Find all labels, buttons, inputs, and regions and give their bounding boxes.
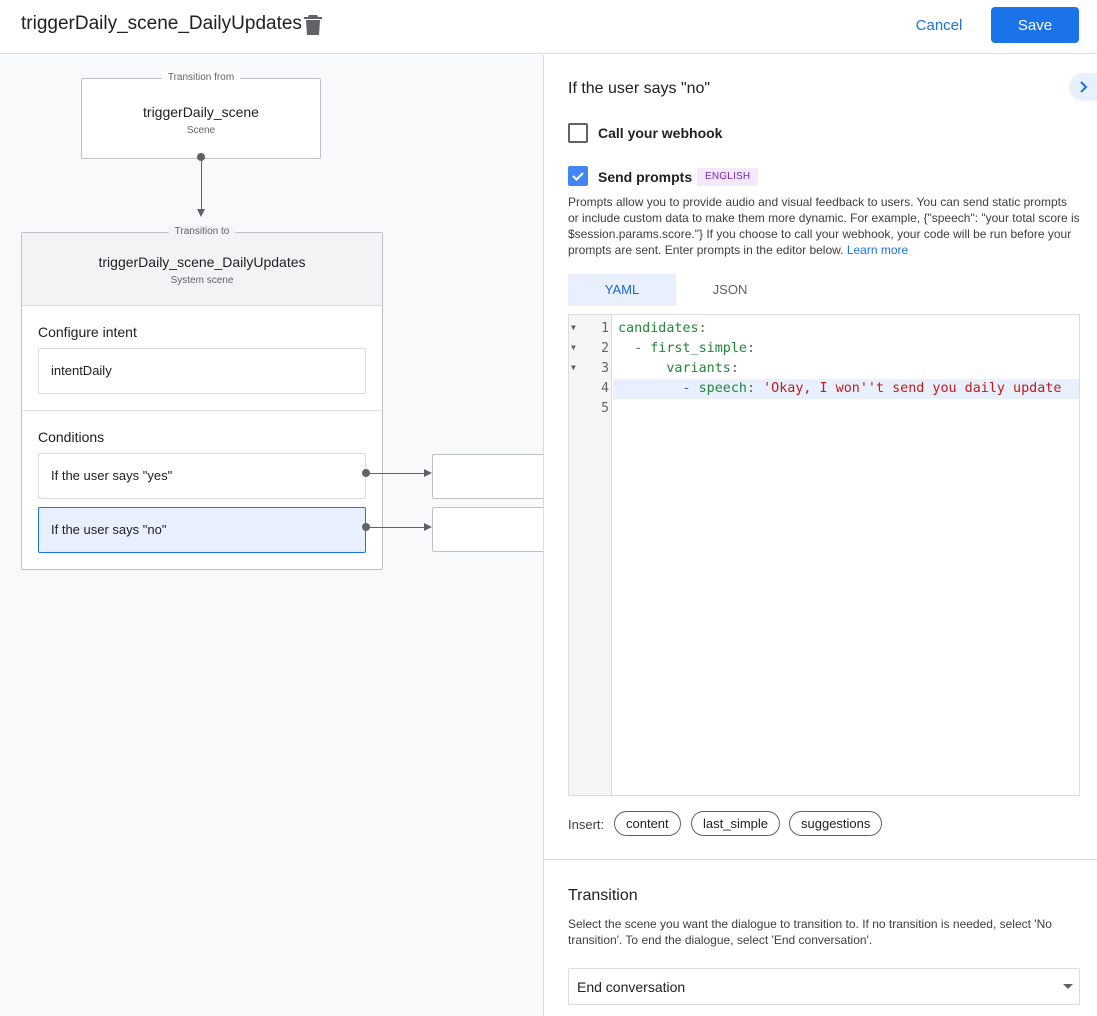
yaml-key: candidates xyxy=(618,321,699,336)
insert-chip-suggestions[interactable]: suggestions xyxy=(789,811,883,836)
yaml-indent xyxy=(618,361,666,376)
to-card-header[interactable]: Transition to triggerDaily_scene_DailyUp… xyxy=(22,226,382,306)
flow-canvas: Transition from triggerDaily_scene Scene… xyxy=(0,55,543,1016)
tab-json[interactable]: JSON xyxy=(712,282,748,297)
code-line-active: - speech: 'Okay, I won''t send you daily… xyxy=(613,379,1079,399)
fold-arrow-icon[interactable]: ▼ xyxy=(571,323,576,332)
insert-label: Insert: xyxy=(568,817,605,832)
line-number: 4 xyxy=(601,381,609,396)
code-line xyxy=(613,399,1079,419)
transition-select-value: End conversation xyxy=(577,979,686,995)
yaml-string: 'Okay, I won''t send you daily update xyxy=(763,381,1062,396)
transition-to-tag: Transition to xyxy=(168,226,236,237)
line-number: 1 xyxy=(601,321,609,336)
tab-yaml[interactable]: YAML xyxy=(568,274,676,306)
yaml-punct: : xyxy=(730,361,739,376)
condition-no-target[interactable] xyxy=(432,507,543,552)
prompts-description: Prompts allow you to provide audio and v… xyxy=(568,194,1080,258)
connector-line xyxy=(201,157,202,209)
fold-arrow-icon[interactable]: ▼ xyxy=(571,363,576,372)
yaml-key: first_simple xyxy=(650,341,747,356)
transition-to-card: Transition to triggerDaily_scene_DailyUp… xyxy=(21,226,383,570)
trash-icon[interactable] xyxy=(303,14,323,36)
collapse-panel-button[interactable] xyxy=(1069,73,1097,101)
from-scene-name: triggerDaily_scene xyxy=(143,104,259,120)
condition-yes[interactable]: If the user says "yes" xyxy=(38,453,366,499)
condition-detail-panel: If the user says "no" Call your webhook … xyxy=(543,55,1097,1016)
language-badge: ENGLISH xyxy=(697,168,759,186)
arrow-right-icon xyxy=(424,469,432,477)
insert-chip-last-simple[interactable]: last_simple xyxy=(691,811,781,836)
yaml-key: variants xyxy=(666,361,731,376)
connector-line xyxy=(366,473,424,474)
chevron-right-icon xyxy=(1080,81,1088,93)
insert-chip-content[interactable]: content xyxy=(614,811,681,836)
to-scene-name: triggerDaily_scene_DailyUpdates xyxy=(98,254,306,270)
page-title: triggerDaily_scene_DailyUpdates xyxy=(21,13,302,34)
yaml-editor[interactable]: ▼ 1 ▼ 2 ▼ 3 4 5 candidates: - first_simple:… xyxy=(568,314,1080,796)
yaml-key: speech xyxy=(698,381,747,396)
editor-gutter: ▼ 1 ▼ 2 ▼ 3 4 5 xyxy=(569,315,612,795)
cancel-button[interactable]: Cancel xyxy=(903,7,975,43)
code-line: candidates: xyxy=(613,319,1079,339)
panel-title: If the user says "no" xyxy=(568,80,711,97)
yaml-punct: - xyxy=(618,341,651,356)
transition-from-card[interactable]: Transition from triggerDaily_scene Scene xyxy=(81,72,321,159)
dropdown-caret-icon xyxy=(1063,984,1073,989)
intent-field[interactable]: intentDaily xyxy=(38,348,366,394)
transition-description: Select the scene you want the dialogue t… xyxy=(568,917,1052,947)
line-number: 2 xyxy=(601,341,609,356)
top-bar: triggerDaily_scene_DailyUpdates Cancel S… xyxy=(0,0,1097,54)
transition-from-tag: Transition from xyxy=(161,72,241,83)
prompts-checkbox[interactable] xyxy=(568,166,588,186)
description-text: Prompts allow you to provide audio and v… xyxy=(568,195,1080,257)
format-tabs: YAML JSON xyxy=(568,274,784,306)
connector-line xyxy=(366,527,424,528)
transition-title: Transition xyxy=(568,887,638,904)
divider xyxy=(544,859,1097,860)
code-line: variants: xyxy=(613,359,1079,379)
arrow-down-icon xyxy=(197,209,205,217)
line-number: 5 xyxy=(601,401,609,416)
conditions-label: Conditions xyxy=(38,429,105,445)
from-scene-type: Scene xyxy=(186,125,216,136)
condition-yes-target[interactable] xyxy=(432,454,543,499)
webhook-checkbox[interactable] xyxy=(568,123,588,143)
configure-intent-label: Configure intent xyxy=(38,324,137,340)
yaml-punct: : xyxy=(747,381,764,396)
transition-select[interactable]: End conversation xyxy=(568,968,1080,1005)
line-number: 3 xyxy=(601,361,609,376)
check-icon xyxy=(572,172,584,181)
yaml-punct: : xyxy=(747,341,756,356)
save-button[interactable]: Save xyxy=(991,7,1079,43)
yaml-punct: - xyxy=(618,381,699,396)
prompts-label: Send prompts xyxy=(598,169,693,185)
arrow-right-icon xyxy=(424,523,432,531)
fold-arrow-icon[interactable]: ▼ xyxy=(571,343,576,352)
webhook-label: Call your webhook xyxy=(598,125,723,141)
to-scene-type: System scene xyxy=(170,275,234,286)
divider xyxy=(22,410,382,411)
code-line: - first_simple: xyxy=(613,339,1079,359)
condition-no[interactable]: If the user says "no" xyxy=(38,507,366,553)
yaml-punct: : xyxy=(698,321,707,336)
learn-more-link[interactable]: Learn more xyxy=(846,243,909,257)
